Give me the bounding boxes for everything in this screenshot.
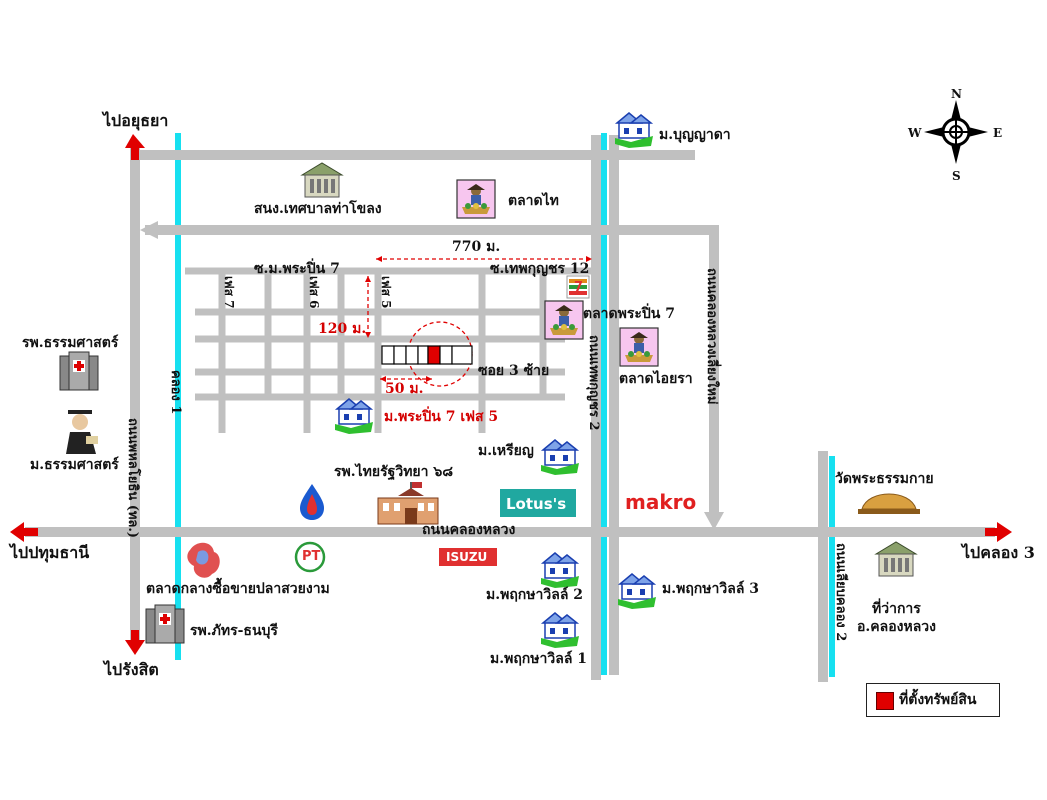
compass-n: N	[951, 87, 962, 101]
lotus-logo-bg	[500, 489, 576, 517]
talat-pruepin7-label: ตลาดพระปิ่น 7	[583, 306, 675, 322]
soi-thepkunchon-label: ซ.เทพกุญชร 12	[490, 261, 590, 277]
talat-thai-label: ตลาดไท	[508, 193, 559, 209]
district-office-icon	[874, 541, 918, 577]
fish-market-label: ตลาดกลางซื้อขายปลาสวยงาม	[146, 581, 330, 597]
road-khlong-luang-label: ถนนคลองหลวง	[422, 522, 516, 538]
phatra-hospital-label: รพ.ภัทร-ธนบุรี	[190, 623, 278, 639]
lotus-logo: Lotus's	[506, 495, 567, 513]
wat-thammakai-label: วัดพระธรรมกาย	[835, 471, 934, 487]
phase-7-label: เฟส 7	[222, 276, 236, 309]
pruksa1-house-icon	[540, 612, 580, 649]
arrow-left-icon	[140, 221, 158, 239]
road-paholyothin-label: ถนนพหลโยธิน (ทล.)	[125, 418, 140, 539]
arrow-down-icon	[704, 512, 724, 530]
phase-6-label: เฟส 6	[307, 276, 321, 309]
distance-50-label: 50 ม.	[385, 381, 424, 397]
wat-thammakai-icon	[858, 493, 920, 514]
fish-market-icon	[187, 542, 220, 578]
thammasat-univ-label: ม.ธรรมศาสตร์	[30, 457, 119, 473]
compass-icon	[924, 100, 988, 164]
isuzu-logo-bg	[439, 548, 497, 566]
district-office-label-2: อ.คลองหลวง	[857, 619, 936, 635]
compass-w: W	[908, 126, 922, 140]
talat-aira-icon	[619, 327, 659, 367]
thammasat-hospital-icon	[59, 351, 99, 391]
direction-ayutthaya: ไปอยุธยา	[103, 111, 169, 130]
mareen-label: ม.เหรียญ	[478, 443, 534, 459]
talat-thai-icon	[456, 179, 496, 219]
direction-pathum-thani: ไปปทุมธานี	[10, 543, 90, 562]
property-units	[381, 345, 473, 365]
distance-120-label: 120 ม.	[318, 321, 367, 337]
isuzu-logo: ISUZU	[446, 550, 488, 564]
property-location-marker	[427, 345, 441, 365]
direction-rangsit: ไปรังสิต	[104, 660, 159, 679]
road-liap-khlong-2-label: ถนนเลียบคลอง 2	[833, 543, 848, 642]
compass-e: E	[993, 126, 1003, 140]
boonyada-house-icon	[614, 112, 654, 149]
pruksa3-label: ม.พฤกษาวิลล์ 3	[662, 581, 760, 597]
pruksa1-label: ม.พฤกษาวิลล์ 1	[490, 651, 588, 667]
road-khlong-luang-bypass-label: ถนนคลองหลวงเลี่ยงใหม่	[704, 268, 719, 405]
road-thepkunchon-2-label: ถนนเทพกุญชร 2	[586, 335, 601, 431]
arrow-east-icon	[985, 522, 1012, 542]
arrow-south-icon	[125, 630, 145, 655]
pruepin7-phase5-label: ม.พระปิ่น 7 เฟส 5	[384, 409, 499, 425]
thairat-hospital-label: รพ.ไทยรัฐวิทยา ๖๘	[334, 464, 454, 480]
pt-logo: PT	[302, 549, 321, 564]
talat-aira-label: ตลาดไอยรา	[619, 371, 693, 387]
arrow-north-icon	[125, 134, 145, 160]
pruksa2-house-icon	[540, 552, 580, 589]
municipal-office-label: สนง.เทศบาลท่าโขลง	[254, 201, 382, 217]
boonyada-label: ม.บุญญาดา	[659, 127, 731, 143]
district-office-label-1: ที่ว่าการ	[872, 601, 921, 617]
municipal-office-icon	[300, 162, 344, 198]
makro-logo: makro	[625, 490, 697, 514]
mareen-house-icon	[540, 439, 580, 476]
seven-eleven-number: 7	[574, 280, 584, 295]
thammasat-hospital-label: รพ.ธรรมศาสตร์	[22, 335, 119, 351]
pruksa2-label: ม.พฤกษาวิลล์ 2	[486, 587, 584, 603]
graduate-icon	[66, 410, 98, 454]
arrow-west-icon	[10, 522, 38, 542]
seven-eleven-icon	[566, 275, 590, 299]
legend-swatch	[876, 692, 894, 710]
pt-station-icon	[294, 541, 326, 573]
legend-box: ที่ตั้งทรัพย์สิน	[866, 683, 1000, 717]
pruksa3-house-icon	[617, 573, 657, 610]
soi-3-label: ซอย 3 ซ้าย	[478, 363, 550, 379]
thairat-hospital-icon	[377, 482, 439, 525]
distance-770-label: 770 ม.	[452, 239, 501, 255]
compass-s: S	[952, 169, 961, 183]
canal-1-label: คลอง 1	[168, 370, 183, 415]
talat-pruepin7-icon	[544, 300, 584, 340]
legend-label: ที่ตั้งทรัพย์สิน	[899, 692, 977, 708]
pruepin7-phase5-house-icon	[334, 398, 374, 435]
gas-drop-icon	[300, 484, 324, 520]
phatra-hospital-icon	[145, 604, 185, 644]
phase-5-label: เฟส 5	[379, 276, 393, 309]
soi-pruepin-label: ซ.ม.พระปิ่น 7	[254, 261, 340, 277]
direction-khlong-3: ไปคลอง 3	[962, 543, 1035, 562]
